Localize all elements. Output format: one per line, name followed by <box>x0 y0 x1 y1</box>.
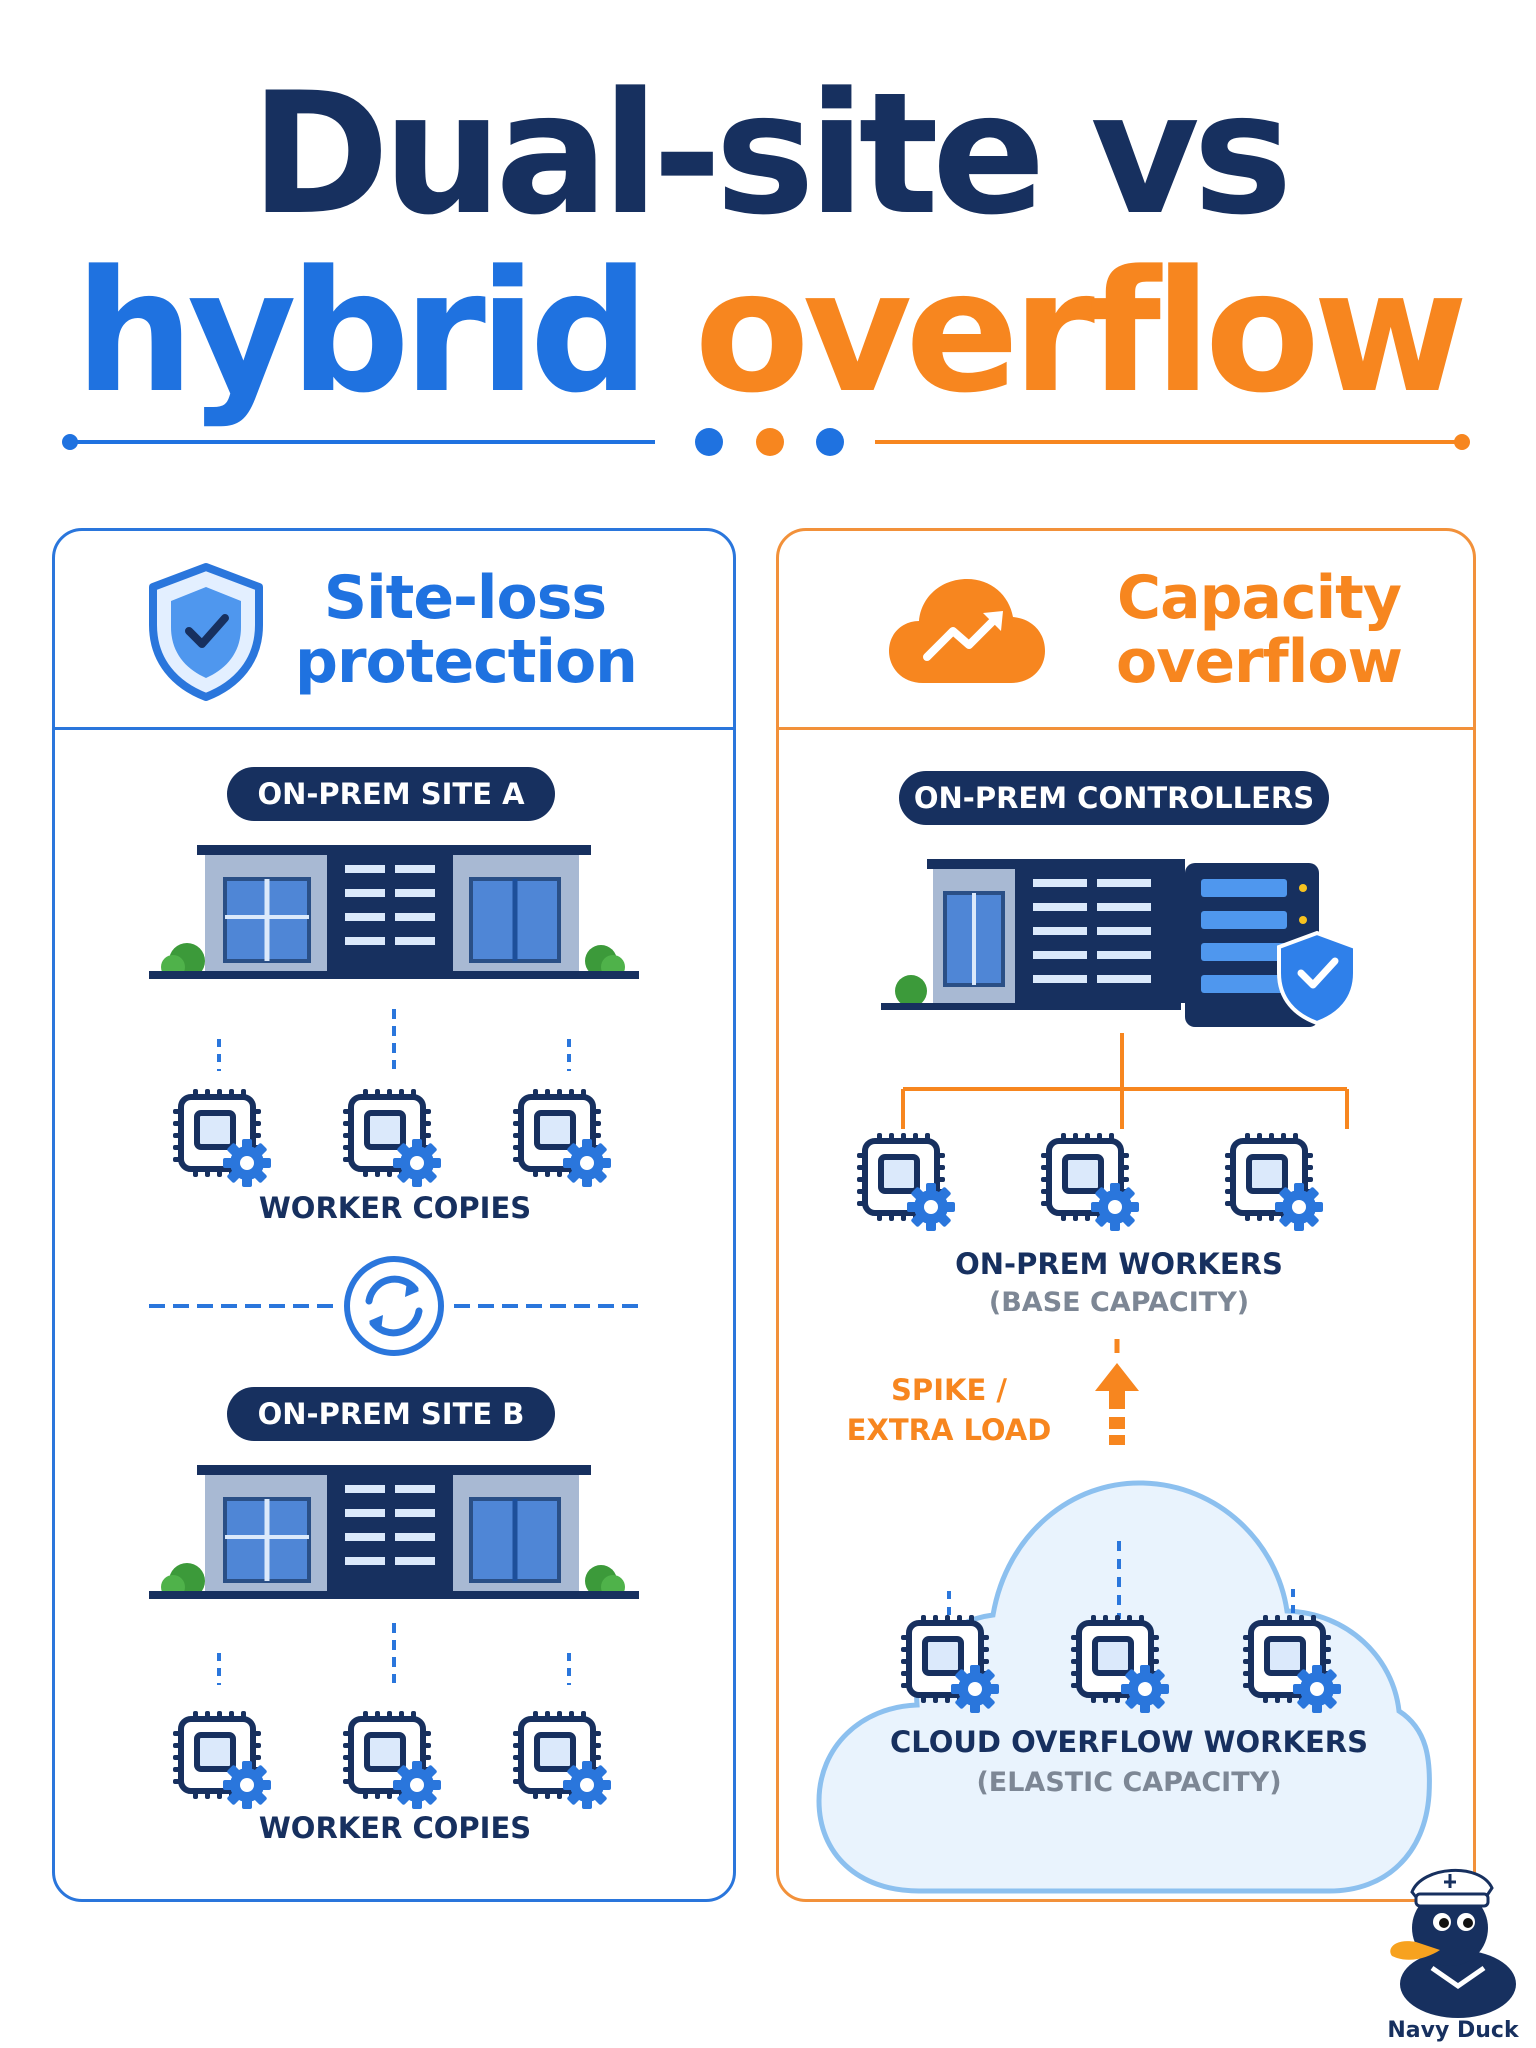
cloud-worker-chip-icon <box>1243 1615 1341 1713</box>
onprem-workers-label: ON-PREM WORKERS <box>955 1247 1283 1281</box>
site-b-workers-label: WORKER COPIES <box>258 1811 532 1845</box>
capacity-title-line-1: Capacity <box>1117 563 1402 633</box>
site-loss-title-line-2: protection <box>295 627 638 697</box>
site-b-worker-chip-icon <box>343 1711 441 1809</box>
title-divider <box>62 428 1470 456</box>
site-b-label: ON-PREM SITE B <box>227 1387 555 1441</box>
cloud-worker-chip-icon <box>901 1615 999 1713</box>
cloud-growth-icon <box>889 579 1045 683</box>
spike-up-arrow-icon <box>1095 1339 1139 1445</box>
site-a-worker-chip-icon <box>513 1089 611 1187</box>
shield-check-icon <box>1277 930 1357 1026</box>
site-loss-panel: Site-loss protection ON-PREM SITE A <box>52 528 736 1902</box>
site-loss-header: Site-loss protection <box>55 531 733 730</box>
site-b-connectors <box>217 1623 571 1685</box>
title-line-1: Dual-site vs <box>250 56 1293 252</box>
cloud-workers-sub: (ELASTIC CAPACITY) <box>976 1767 1282 1798</box>
site-a-worker-chip-icon <box>173 1089 271 1187</box>
site-a-worker-chip-icon <box>343 1089 441 1187</box>
site-loss-title-line-1: Site-loss <box>323 563 607 633</box>
controllers-label: ON-PREM CONTROLLERS <box>899 771 1329 825</box>
sync-icon <box>344 1256 444 1356</box>
navy-duck-mascot-icon <box>1390 1868 1516 2018</box>
onprem-worker-chip-icon <box>1041 1133 1139 1231</box>
site-b-worker-chip-icon <box>513 1711 611 1809</box>
site-b-worker-chip-icon <box>173 1711 271 1809</box>
brand-name: Navy Duck <box>1387 2018 1519 2043</box>
site-a-connectors <box>217 1009 571 1071</box>
title-hybrid: hybrid <box>74 234 650 430</box>
capacity-title-line-2: overflow <box>1116 627 1403 697</box>
site-a-label: ON-PREM SITE A <box>227 767 555 821</box>
spike-label-line-2: EXTRA LOAD <box>846 1413 1052 1447</box>
site-b-building-icon <box>149 1465 639 1599</box>
onprem-worker-chip-icon <box>1225 1133 1323 1231</box>
site-a-building-icon <box>149 845 639 979</box>
shield-check-icon <box>149 563 263 701</box>
sync-divider <box>149 1256 639 1356</box>
capacity-overflow-panel: Capacity overflow ON-PREM CONTROLLERS <box>776 528 1476 1902</box>
onprem-workers-sub: (BASE CAPACITY) <box>988 1287 1250 1318</box>
cloud-worker-chip-icon <box>1071 1615 1169 1713</box>
title-overflow: overflow <box>694 234 1468 430</box>
cloud-workers-label: CLOUD OVERFLOW WORKERS <box>889 1725 1369 1759</box>
controller-tree-connector <box>901 1033 1349 1129</box>
controllers-building-server-icon <box>881 859 1357 1027</box>
onprem-worker-chip-icon <box>857 1133 955 1231</box>
spike-label-line-1: SPIKE / <box>891 1373 1007 1407</box>
site-a-workers-label: WORKER COPIES <box>258 1191 532 1225</box>
title-line-2: hybrid overflow <box>0 248 1536 416</box>
capacity-overflow-header: Capacity overflow <box>779 531 1473 730</box>
